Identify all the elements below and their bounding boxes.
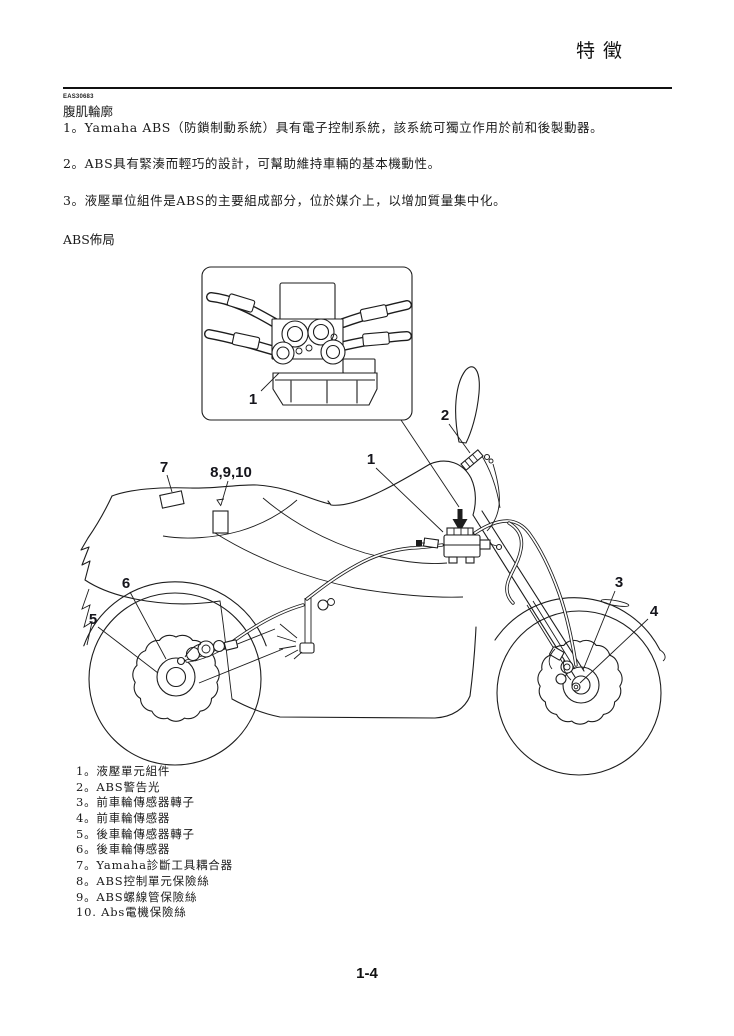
callout-fuses-label: 8,9,10 [210, 464, 252, 481]
diagram-heading: ABS佈局 [63, 232, 115, 247]
legend-item-9: 9。ABS螺線管保險絲 [76, 889, 198, 904]
abs-warning-light [460, 449, 484, 471]
callout-rear-sensor-label: 6 [122, 575, 130, 592]
paragraph-3: 3。液壓單位組件是ABS的主要組成部分，位於媒介上，以增加質量集中化。 [63, 193, 507, 208]
section-heading: 腹肌輪廓 [63, 104, 114, 119]
abs-layout-diagram: 1 [80, 266, 666, 776]
callout-front-sensor-label: 4 [650, 603, 659, 620]
legend-item-7: 7。Yamaha診斷工具耦合器 [76, 858, 233, 873]
legend-item-6: 6。後車輪傳感器 [76, 842, 171, 857]
callout-inset-unit-label: 1 [249, 391, 257, 408]
callout-front-rotor-label: 3 [615, 574, 623, 591]
legend-item-5: 5。後車輪傳感器轉子 [76, 826, 195, 841]
legend-item-1: 1。液壓單元組件 [76, 764, 171, 778]
paragraph-1: 1。Yamaha ABS（防鎖制動系統）具有電子控制系統，該系統可獨立作用於前和… [63, 120, 604, 135]
legend-item-4: 4。前車輪傳感器 [76, 811, 171, 826]
callout-coupler-label: 7 [160, 459, 168, 476]
legend-item-2: 2。ABS警告光 [76, 779, 161, 794]
fuse-box [212, 498, 229, 534]
motorcycle-drawing [80, 366, 666, 776]
header-rule [63, 87, 672, 90]
callout-warning-light-label: 2 [441, 407, 449, 424]
rear-wheel-sensor-parts [176, 639, 239, 666]
page-title: 特徵 [575, 40, 630, 62]
paragraph-2: 2。ABS具有緊湊而輕巧的設計，可幫助維持車輛的基本機動性。 [63, 156, 441, 171]
callout-unit-label: 1 [367, 451, 375, 468]
legend-item-8: 8。ABS控制單元保險絲 [76, 873, 210, 888]
doc-code: EAS30683 [63, 94, 94, 100]
hydraulic-unit-inset: 1 [201, 266, 413, 421]
front-wheel-sensor-parts [548, 646, 581, 692]
page-number: 1-4 [356, 965, 378, 982]
callout-rear-rotor-label: 5 [89, 611, 97, 628]
diagnostic-coupler [159, 490, 185, 509]
diagram-legend: 1。液壓單元組件 2。ABS警告光 3。前車輪傳感器轉子 4。前車輪傳感器 5。… [76, 764, 233, 921]
legend-item-10: 10. Abs電機保險絲 [76, 905, 187, 920]
callout-leaders [97, 423, 649, 684]
rear-master-cylinder [276, 598, 335, 660]
legend-item-3: 3。前車輪傳感器轉子 [76, 795, 195, 810]
hydraulic-unit-on-bike [416, 527, 503, 564]
